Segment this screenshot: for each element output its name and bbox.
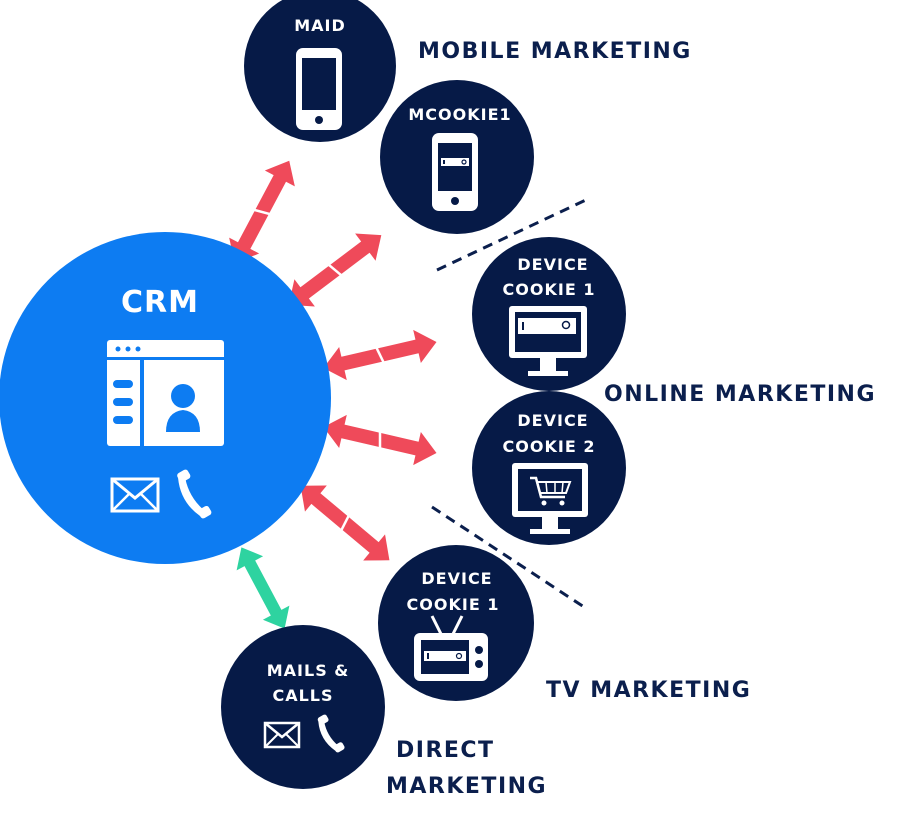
device1-label-line2: COOKIE 1 — [503, 280, 596, 299]
direct-marketing-label-line1: DIRECT — [396, 738, 495, 763]
device2-label-line2: COOKIE 2 — [503, 437, 596, 456]
smartphone-icon — [296, 48, 342, 130]
crm-node: CRM — [0, 232, 331, 564]
tv-label-line2: COOKIE 1 — [407, 595, 500, 614]
contact-card-icon — [107, 340, 224, 446]
mobile-marketing-label: MOBILE MARKETING — [418, 39, 692, 64]
device2-label-line1: DEVICE — [517, 411, 588, 430]
tv-label-line1: DEVICE — [421, 569, 492, 588]
crm-label: CRM — [121, 285, 199, 320]
device-cookie-1-node: DEVICE COOKIE 1 — [472, 237, 626, 391]
arrow-crm-device2 — [318, 409, 442, 471]
maid-label: MAID — [294, 16, 346, 35]
mcookie-label: MCOOKIE1 — [408, 105, 511, 124]
mails-label-line1: MAILS & — [267, 661, 350, 680]
tv-device-cookie-node: DEVICE COOKIE 1 — [378, 545, 534, 701]
direct-marketing-label-line2: MARKETING — [386, 774, 547, 799]
tv-marketing-label: TV MARKETING — [546, 678, 751, 703]
mail-icon — [263, 721, 301, 749]
device1-label-line1: DEVICE — [517, 255, 588, 274]
arrow-crm-device1 — [318, 324, 442, 386]
maid-node: MAID — [244, 0, 396, 142]
phone-icon — [177, 469, 212, 519]
arrow-crm-tv — [288, 471, 402, 575]
tv-icon — [414, 615, 488, 681]
mcookie-node: MCOOKIE1 — [380, 80, 534, 234]
monitor-browser-icon — [509, 306, 587, 376]
smartphone-browser-icon — [432, 133, 478, 211]
mails-calls-node: MAILS & CALLS — [221, 625, 385, 789]
separator-online-tv — [431, 505, 585, 609]
mail-icon — [110, 477, 160, 513]
device-cookie-2-node: DEVICE COOKIE 2 — [472, 391, 626, 545]
monitor-cart-icon — [512, 463, 588, 534]
mails-label-line2: CALLS — [272, 686, 333, 705]
online-marketing-label: ONLINE MARKETING — [604, 382, 876, 407]
arrow-crm-mails — [228, 540, 298, 636]
mail-phone-icon — [263, 714, 345, 753]
separator-mobile-online — [436, 196, 591, 272]
phone-icon — [317, 714, 345, 753]
